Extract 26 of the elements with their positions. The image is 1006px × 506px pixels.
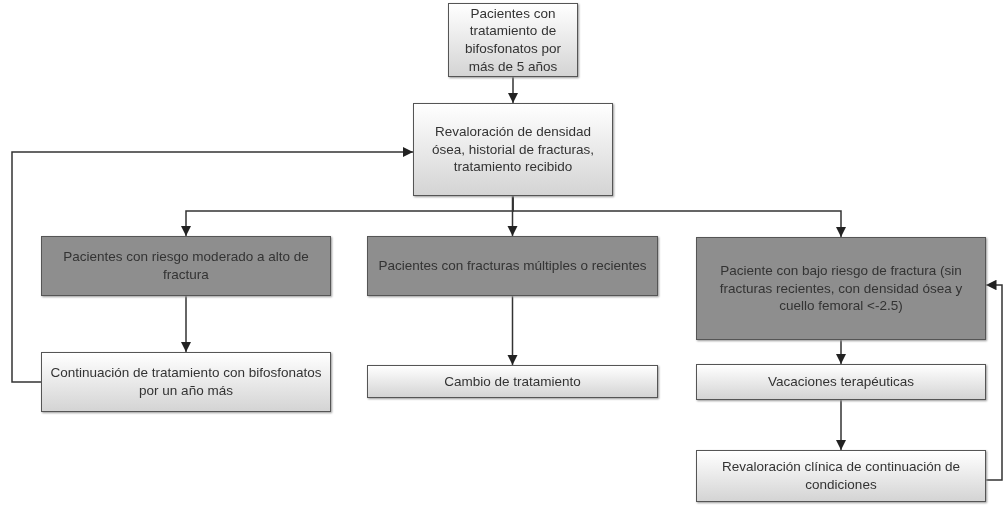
node-text: Continuación de tratamiento con bifosfonatos por un año más: [50, 364, 322, 400]
decision-box: [696, 237, 986, 340]
node-text: Pacientes con fracturas múltiples o recientes: [378, 257, 647, 275]
process-box: [41, 352, 331, 412]
node-text: Paciente con bajo riesgo de fractura (sin fracturas recientes, con densidad ósea y cuello femoral <-2.5): [718, 262, 964, 315]
process-box: [448, 3, 578, 77]
arrow: [11, 146, 414, 383]
process-box: [696, 450, 986, 502]
arrow: [507, 295, 518, 366]
arrow: [985, 279, 1003, 481]
node-text: Revaloración clínica de continuación de condiciones: [721, 458, 961, 494]
node-text: Cambio de tratamiento: [444, 372, 581, 391]
process-box: [413, 103, 613, 196]
process-box: [367, 365, 658, 398]
process-box: [696, 364, 986, 400]
arrow: [180, 295, 192, 353]
node-text: Pacientes con tratamiento de bifosfonatos por más de 5 años: [463, 4, 563, 76]
node-text: Pacientes con riesgo moderado a alto de fractura: [62, 248, 310, 284]
node-text: Revaloración de densidad ósea, historial de fracturas, tratamiento recibido: [430, 123, 596, 176]
decision-box: [41, 236, 331, 296]
arrow: [835, 339, 847, 365]
node-text: Vacaciones terapéuticas: [767, 373, 915, 391]
decision-box: [367, 236, 658, 296]
arrow: [507, 76, 519, 104]
arrow: [512, 195, 847, 238]
arrow: [835, 399, 847, 451]
